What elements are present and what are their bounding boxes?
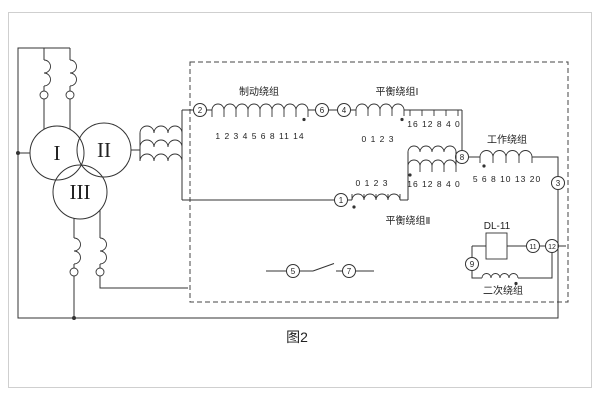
svg-text:1: 1	[339, 196, 344, 205]
brake-winding: 制动绕组 1 2 3 4 5 6 8 11 14	[211, 85, 309, 141]
transformer-winding-3-circle	[52, 164, 108, 220]
secondary-winding-label: 二次绕组	[483, 284, 523, 297]
terminal-9: 9	[465, 257, 479, 271]
winding-3-label: III	[70, 180, 91, 204]
ct-bottom	[69, 237, 107, 277]
work-winding-taps: 5 6 8 10 13 20	[473, 174, 541, 184]
terminal-7: 7	[342, 264, 356, 278]
svg-text:8: 8	[460, 153, 465, 162]
balance-winding-1-label: 平衡绕组Ⅰ	[376, 85, 419, 98]
svg-text:3: 3	[556, 179, 561, 188]
middle-winding-taps: 16 12 8 4 0	[407, 179, 461, 189]
balance-winding-2: 0 1 2 3 平衡绕组Ⅱ	[351, 178, 431, 227]
balance-winding-2-label: 平衡绕组Ⅱ	[386, 214, 431, 227]
winding-2-label: II	[97, 138, 111, 162]
polarity-dot	[352, 205, 356, 209]
terminal-12: 12	[545, 239, 559, 253]
terminals: 2 6 4 8 3 1 5 7	[193, 103, 565, 278]
wires	[16, 47, 566, 320]
junction-dot	[72, 316, 76, 320]
svg-text:9: 9	[470, 260, 475, 269]
output-contact	[266, 263, 374, 272]
work-winding: 工作绕组 5 6 8 10 13 20	[473, 133, 541, 184]
balance-winding-1: 平衡绕组Ⅰ 16 12 8 4 0 0 1 2 3	[355, 85, 461, 144]
polarity-dot	[514, 281, 518, 286]
svg-text:6: 6	[320, 106, 325, 115]
terminal-4: 4	[337, 103, 351, 117]
terminal-5: 5	[286, 264, 300, 278]
svg-text:5: 5	[291, 267, 296, 276]
polarity-dot	[302, 117, 306, 122]
polarity-dot	[408, 173, 412, 177]
transformer-winding-2-circle	[76, 122, 132, 178]
winding-1-label: I	[54, 141, 61, 165]
ct-top	[39, 59, 77, 100]
transformer-winding-1-circle	[29, 125, 85, 181]
terminal-11: 11	[526, 239, 540, 253]
svg-text:2: 2	[198, 106, 203, 115]
ct-terminal-circle	[65, 90, 75, 100]
svg-text:11: 11	[529, 244, 536, 251]
svg-text:7: 7	[347, 267, 352, 276]
terminal-1: 1	[334, 193, 348, 207]
terminal-2: 2	[193, 103, 207, 117]
dl11-coil-box	[485, 232, 508, 260]
dl11-label: DL-11	[484, 221, 511, 232]
svg-text:4: 4	[342, 106, 347, 115]
secondary-winding: 二次绕组	[481, 273, 523, 297]
balance-winding-1-taps-below: 0 1 2 3	[362, 134, 395, 144]
work-winding-label: 工作绕组	[487, 133, 527, 146]
terminal-3: 3	[551, 176, 565, 190]
brake-winding-taps: 1 2 3 4 5 6 8 11 14	[215, 131, 304, 141]
middle-tapped-winding: 16 12 8 4 0	[407, 145, 461, 189]
polarity-dot	[482, 164, 486, 168]
balance-winding-1-taps-right: 16 12 8 4 0	[407, 119, 461, 129]
ct-terminal-circle	[39, 90, 49, 100]
terminal-8: 8	[455, 150, 469, 164]
svg-text:12: 12	[548, 244, 556, 251]
figure-caption: 图2	[286, 329, 308, 345]
relay-dashed-enclosure	[189, 61, 569, 303]
transformer: I II III	[29, 122, 132, 220]
terminal-6: 6	[315, 103, 329, 117]
junction-dot	[16, 151, 20, 155]
polarity-dot	[400, 117, 404, 122]
ct-terminal-circle	[95, 267, 105, 277]
ct-terminal-circle	[69, 267, 79, 277]
dl11-relay: DL-11	[484, 221, 511, 260]
balance-winding-2-taps-above: 0 1 2 3	[356, 178, 389, 188]
brake-winding-label: 制动绕组	[239, 85, 279, 98]
ct-secondary-stack	[139, 125, 183, 162]
